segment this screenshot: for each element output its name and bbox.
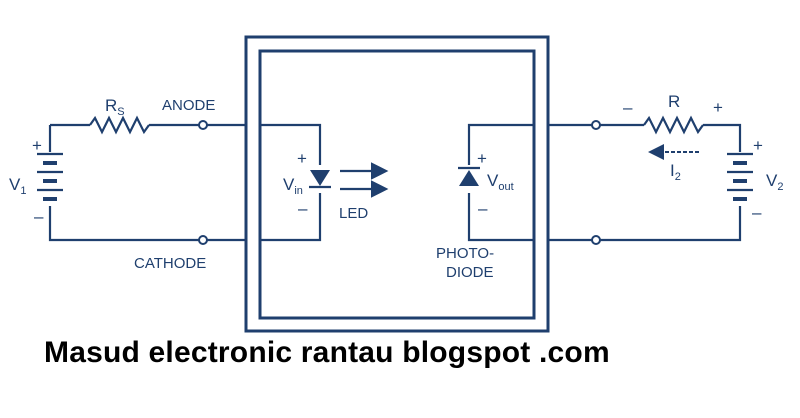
- input-circuit: [37, 115, 246, 245]
- coupler-outer-box: [244, 35, 550, 333]
- vout-plus-sign: +: [477, 149, 487, 168]
- photodiode-label-line1: PHOTO-: [436, 245, 494, 262]
- rs-label: RS: [105, 96, 125, 118]
- v2-plus-sign: +: [753, 136, 763, 155]
- v2-battery-symbol: [727, 152, 753, 201]
- r-minus-sign: –: [623, 98, 633, 117]
- v2-label: V2: [766, 171, 783, 193]
- led-circuit: [260, 123, 389, 242]
- i2-label: I2: [670, 161, 681, 183]
- output-terminal-bottom: [591, 235, 601, 245]
- cathode-terminal: [198, 235, 208, 245]
- load-resistor: [643, 115, 704, 135]
- v1-battery-symbol: [37, 152, 63, 201]
- anode-label: ANODE: [162, 97, 215, 114]
- anode-terminal: [198, 120, 208, 130]
- vout-minus-sign: –: [478, 199, 488, 218]
- v1-label: V1: [9, 175, 26, 197]
- v1-minus-sign: –: [34, 207, 44, 226]
- led-symbol: [310, 170, 330, 186]
- photodiode-circuit: [458, 123, 534, 242]
- r-label: R: [668, 92, 680, 111]
- photodiode-label-line2: DIODE: [446, 264, 494, 281]
- watermark-text: Masud electronic rantau blogspot .com: [44, 336, 610, 369]
- r-plus-sign: +: [713, 98, 723, 117]
- vout-label: Vout: [487, 171, 514, 193]
- v2-minus-sign: –: [752, 203, 762, 222]
- coupler-inner-box: [258, 49, 536, 320]
- vin-minus-sign: –: [298, 199, 308, 218]
- photodiode-symbol: [459, 170, 479, 186]
- vin-label: Vin: [283, 175, 303, 197]
- cathode-label: CATHODE: [134, 255, 206, 272]
- led-label: LED: [339, 205, 368, 222]
- output-circuit: [548, 115, 753, 245]
- rs-resistor: [89, 115, 150, 135]
- vin-plus-sign: +: [297, 149, 307, 168]
- v1-plus-sign: +: [32, 136, 42, 155]
- output-terminal-top: [591, 120, 601, 130]
